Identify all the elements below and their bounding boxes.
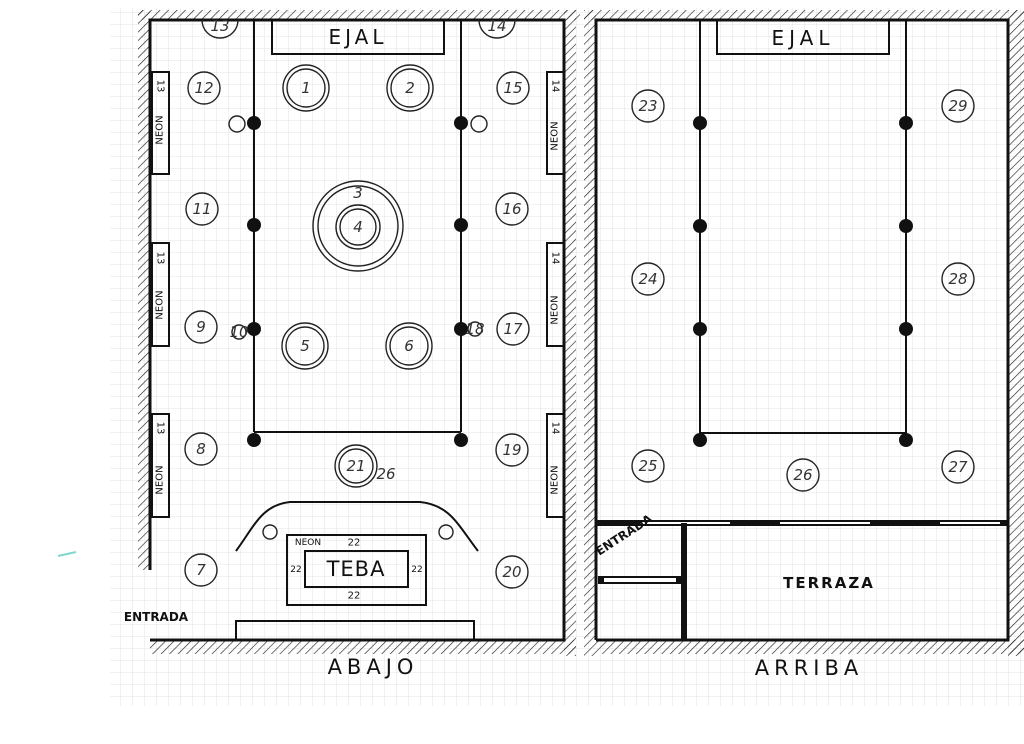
light-2: 2 — [405, 79, 415, 97]
arriba-title: ARRIBA — [755, 656, 864, 680]
light-19: 19 — [502, 441, 521, 459]
light-20: 20 — [502, 563, 521, 581]
neon-strips-right: NEON 14 NEON 14 NEON 14 — [546, 71, 565, 518]
neon-strips-left: NEON 13 NEON 13 NEON 13 — [151, 71, 170, 518]
svg-text:14: 14 — [550, 80, 561, 93]
columns-arriba — [693, 116, 913, 447]
light-21: 21 — [346, 457, 365, 475]
svg-text:NEON: NEON — [550, 465, 561, 494]
stray-mark — [57, 551, 77, 557]
teba-label: TEBA — [326, 557, 386, 581]
light-11: 11 — [192, 200, 211, 218]
light-25: 25 — [638, 457, 657, 475]
light-17: 17 — [503, 320, 523, 338]
light-9: 9 — [196, 318, 206, 336]
light-12: 12 — [194, 79, 213, 97]
light-5: 5 — [300, 337, 310, 355]
svg-text:13: 13 — [155, 252, 166, 265]
svg-text:22: 22 — [411, 565, 422, 575]
light-29: 29 — [948, 97, 967, 115]
svg-text:NEON: NEON — [155, 290, 166, 319]
svg-text:NEON: NEON — [155, 465, 166, 494]
light-3: 3 — [353, 184, 363, 202]
svg-text:22: 22 — [348, 591, 361, 602]
stage-arc — [235, 501, 479, 552]
svg-text:13: 13 — [155, 422, 166, 435]
svg-text:14: 14 — [550, 252, 561, 265]
svg-text:NEON: NEON — [550, 295, 561, 324]
abajo-title: ABAJO — [328, 655, 419, 679]
light-1: 1 — [301, 79, 311, 97]
light-14: 14 — [487, 17, 506, 35]
teba-outer-box — [286, 534, 427, 606]
ejal-box-abajo — [271, 19, 445, 55]
light-16: 16 — [502, 200, 521, 218]
lights-abajo: 1 2 3 4 5 6 7 8 9 10 — [184, 17, 530, 589]
ejal-label-abajo: EJAL — [328, 25, 387, 49]
light-4: 4 — [353, 218, 363, 236]
light-10: 10 — [229, 323, 248, 341]
light-7: 7 — [196, 561, 206, 579]
light-27: 27 — [948, 458, 968, 476]
abajo-plan: EJAL NEON 13 NEON 13 NEON 13 — [124, 17, 566, 679]
teba-inner-box — [304, 550, 409, 588]
svg-text:NEON: NEON — [550, 121, 561, 150]
terraza-label: TERRAZA — [783, 574, 875, 592]
light-8: 8 — [196, 440, 206, 458]
light-23: 23 — [638, 97, 657, 115]
light-28: 28 — [948, 270, 967, 288]
svg-text:13: 13 — [155, 80, 166, 93]
hatched-walls — [138, 10, 1024, 656]
svg-text:14: 14 — [550, 422, 561, 435]
lights-arriba: 23 24 25 26 27 28 29 — [631, 89, 975, 492]
svg-text:22: 22 — [348, 538, 361, 549]
ejal-label-arriba: EJAL — [771, 26, 834, 50]
light-18: 18 — [465, 320, 484, 338]
svg-text:NEON: NEON — [155, 115, 166, 144]
light-6: 6 — [404, 337, 414, 355]
light-26: 26 — [793, 466, 812, 484]
light-26-abajo: 26 — [376, 465, 395, 483]
ejal-box-arriba — [716, 19, 890, 55]
entrada-label-abajo: ENTRADA — [124, 610, 189, 624]
svg-text:NEON: NEON — [295, 538, 321, 548]
light-15: 15 — [503, 79, 522, 97]
light-24: 24 — [638, 270, 657, 288]
light-13: 13 — [210, 17, 229, 35]
bottom-bench — [235, 620, 475, 641]
columns-abajo — [247, 116, 468, 447]
svg-text:22: 22 — [290, 565, 301, 575]
